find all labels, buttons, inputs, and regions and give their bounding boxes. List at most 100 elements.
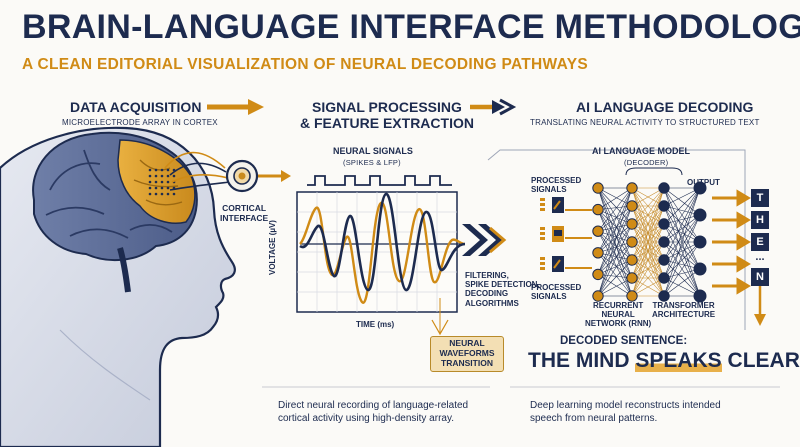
decoded-sentence-label: DECODED SENTENCE:: [560, 335, 688, 347]
network-link: [597, 241, 633, 297]
plot-subtitle: (SPIKES & LFP): [343, 158, 401, 167]
network-link: [597, 223, 633, 275]
plot-title: NEURAL SIGNALS: [333, 146, 413, 156]
network-link: [663, 214, 701, 243]
page-subtitle: A CLEAN EDITORIAL VISUALIZATION OF NEURA…: [22, 56, 588, 73]
network-link: [597, 205, 633, 297]
network-link: [663, 214, 701, 279]
network-link: [631, 205, 665, 297]
flow-arrow-3: [462, 224, 507, 256]
network-node: [658, 182, 670, 194]
network-node: [626, 182, 638, 194]
network-node: [626, 200, 638, 212]
filtering-label: FILTERING, SPIKE DETECTION, DECODING ALG…: [465, 271, 540, 308]
network-node: [658, 254, 670, 266]
network-link: [597, 187, 633, 261]
decoding-heading: AI LANGUAGE DECODING: [576, 99, 754, 115]
output-label: OUTPUT: [687, 178, 720, 187]
network-link: [663, 187, 701, 225]
output-letter-h: H: [751, 211, 769, 229]
network-link: [597, 230, 633, 261]
network-link: [663, 277, 701, 297]
transformer-label: TRANSFORMER ARCHITECTURE: [652, 301, 716, 320]
network-node: [592, 182, 604, 194]
network-node: [693, 208, 707, 222]
network-link: [663, 241, 701, 297]
neural-signal-plot: [296, 175, 466, 336]
network-nodes: [592, 181, 707, 303]
network-link: [597, 223, 633, 297]
network-link: [597, 252, 633, 261]
network-link: [597, 241, 633, 275]
network-link: [663, 187, 701, 243]
processing-heading: SIGNAL PROCESSING & FEATURE EXTRACTION: [300, 99, 474, 132]
network-link: [597, 187, 633, 253]
network-link: [631, 187, 665, 225]
network-link: [663, 214, 701, 261]
output-ellipsis: ...: [755, 251, 765, 263]
network-link: [597, 259, 633, 275]
network-link: [631, 223, 665, 297]
network-link: [663, 214, 701, 297]
network-node: [626, 272, 638, 284]
network-node: [658, 236, 670, 248]
network-link: [597, 209, 633, 261]
acquisition-caption: Direct neural recording of language-rela…: [278, 400, 469, 424]
network-link: [631, 187, 665, 243]
network-node: [693, 181, 707, 195]
network-link: [631, 259, 665, 297]
output-letter-t: T: [751, 189, 769, 207]
processed-signals-bottom-label: PROCESSED SIGNALS: [531, 283, 582, 302]
network-node: [592, 247, 604, 259]
neural-waveforms-transition-box: NEURAL WAVEFORMS TRANSITION: [430, 336, 504, 372]
network-link: [597, 252, 633, 279]
network-link: [597, 205, 633, 275]
brain-illustration: [32, 131, 198, 293]
acquisition-sub: MICROELECTRODE ARRAY IN CORTEX: [62, 118, 218, 127]
flow-arrow-interface: [262, 170, 291, 182]
network-link: [597, 205, 633, 253]
network-link: [597, 209, 633, 279]
decoding-sub: TRANSLATING NEURAL ACTIVITY TO STRUCTURE…: [530, 118, 760, 127]
network-link: [663, 187, 701, 297]
y-axis-label: VOLTAGE (µV): [268, 220, 277, 275]
flow-arrow-1: [207, 99, 264, 115]
network-node: [592, 225, 604, 237]
network-link: [663, 241, 701, 279]
network-link: [631, 277, 665, 297]
rnn-label: RECURRENT NEURAL NETWORK (RNN): [585, 301, 652, 329]
network-link: [597, 187, 633, 210]
network-connections: [597, 187, 701, 297]
model-title: AI LANGUAGE MODEL: [592, 146, 690, 156]
network-link: [631, 187, 665, 207]
output-letter-n: N: [751, 268, 769, 286]
network-link: [597, 231, 633, 279]
decoding-caption: Deep learning model reconstructs intende…: [530, 400, 721, 424]
output-letter-e: E: [751, 233, 769, 251]
flow-arrow-2: [470, 98, 517, 116]
network-link: [597, 205, 633, 232]
x-axis-label: TIME (ms): [356, 320, 395, 329]
network-node: [626, 236, 638, 248]
network-link: [597, 187, 633, 232]
network-node: [693, 262, 707, 276]
page-title: BRAIN-LANGUAGE INTERFACE METHODOLOGY: [22, 8, 800, 46]
network-link: [597, 223, 633, 232]
network-link: [597, 230, 633, 243]
network-link: [631, 241, 665, 297]
network-node: [626, 290, 638, 302]
network-link: [631, 187, 665, 261]
network-link: [597, 187, 633, 243]
decoded-sentence: THE MIND SPEAKS CLEARLY.: [528, 349, 800, 372]
network-node: [658, 290, 670, 302]
network-node: [658, 200, 670, 212]
network-node: [592, 268, 604, 281]
network-link: [663, 187, 701, 216]
network-node: [693, 289, 707, 303]
cortical-interface-icon: [225, 159, 259, 193]
decoded-arrow: [754, 280, 766, 326]
network-node: [592, 290, 604, 302]
network-node: [626, 218, 638, 230]
network-link: [631, 187, 665, 279]
network-link: [663, 187, 701, 261]
